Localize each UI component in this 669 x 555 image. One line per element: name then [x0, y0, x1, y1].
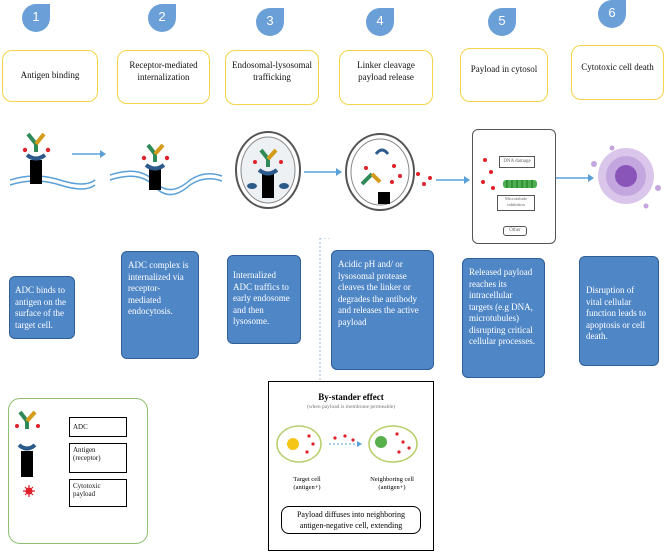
badge-shape: [256, 8, 284, 36]
arrow-icon: [72, 150, 106, 158]
dashed-connector: [319, 238, 332, 382]
description-text: Disruption of vital cellular function le…: [586, 285, 646, 341]
step-number: 5: [498, 13, 506, 28]
arrow-icon: [436, 176, 470, 184]
neighbor-cell-label: Neighboring cell (antigen+): [370, 476, 414, 491]
other-target-box: Other: [503, 226, 527, 236]
legend-icons: [15, 410, 40, 497]
step-title-text: Receptor-mediated internalization: [129, 60, 198, 82]
step-badge-2: 2: [148, 4, 176, 32]
legend: ADC Antigen (receptor) Cytotoxic payload: [8, 398, 148, 544]
step-badge-1: 1: [22, 4, 50, 32]
badge-shape: [22, 4, 50, 32]
adc-on-membrane-icon: [9, 132, 96, 190]
step-title-4: Linker cleavage payload release: [339, 50, 433, 105]
target-cell-icon: [276, 425, 322, 463]
step-description-3: Internalized ADC traffics to early endos…: [227, 255, 301, 344]
neighbor-cell-icon: [368, 425, 418, 463]
step-title-text: Endosomal-lysosomal trafficking: [232, 60, 312, 82]
badge-shape: [148, 4, 176, 32]
step-description-2: ADC complex is internalized via receptor…: [121, 251, 199, 359]
step-title-1: Antigen binding: [2, 50, 98, 102]
badge-shape: [366, 8, 394, 36]
step-badge-5: 5: [488, 8, 516, 36]
bystander-title: By-stander effect: [318, 392, 384, 402]
legend-text: Antigen (receptor): [73, 446, 101, 462]
step-badge-6: 6: [598, 0, 626, 28]
payload-dots-icon: [481, 158, 537, 190]
dna-target-box: DNA damage: [499, 156, 535, 168]
step-number: 6: [608, 5, 616, 20]
description-text: ADC complex is internalized via receptor…: [128, 260, 189, 316]
description-text: Released payload reaches its intracellul…: [469, 267, 535, 346]
step-title-text: Cytotoxic cell death: [581, 62, 654, 72]
payload-star-icon: [23, 485, 35, 497]
step-description-1: ADC binds to antigen on the surface of t…: [9, 276, 75, 339]
description-text: ADC binds to antigen on the surface of t…: [15, 285, 66, 330]
step-number: 1: [32, 9, 40, 24]
arrow-icon: [304, 168, 342, 176]
step-number: 4: [376, 13, 384, 28]
target-label: Other: [509, 228, 521, 233]
lysosome-icon: [345, 133, 432, 211]
dying-cell-icon: [591, 145, 661, 209]
step-title-2: Receptor-mediated internalization: [117, 50, 210, 104]
antigen-icon: [17, 443, 37, 477]
target-cell-label: Target cell (antigen+): [293, 476, 321, 491]
step-title-6: Cytotoxic cell death: [571, 45, 664, 100]
bystander-subtitle: (when payload is membrane permeable): [306, 404, 396, 410]
legend-adc-label: ADC: [69, 417, 127, 437]
step-badge-3: 3: [256, 8, 284, 36]
diffusion-arrow-icon: [329, 434, 362, 447]
step-title-text: Linker cleavage payload release: [357, 60, 415, 82]
cytosol-panel: DNA damage Microtubule inhibition Other: [472, 129, 556, 244]
step-description-4: Acidic pH and/ or lysosomal protease cle…: [331, 250, 434, 370]
badge-shape: [488, 8, 516, 36]
bystander-caption: Payload diffuses into neighboring antige…: [281, 506, 421, 534]
legend-antigen-label: Antigen (receptor): [69, 443, 127, 473]
step-number: 3: [266, 13, 274, 28]
step-number: 2: [158, 9, 166, 24]
target-label: DNA damage: [503, 159, 531, 164]
process-illustration: [9, 131, 661, 211]
legend-text: ADC: [73, 423, 88, 431]
arrow-icon: [556, 174, 594, 182]
internalization-icon: [109, 143, 223, 196]
badge-shape: [598, 0, 626, 28]
step-badge-4: 4: [366, 8, 394, 36]
endosome-icon: [235, 131, 301, 209]
adc-icon: [15, 410, 40, 429]
microtubule-icon: [503, 180, 537, 188]
bystander-cells: [276, 425, 418, 463]
step-title-text: Payload in cytosol: [470, 64, 538, 74]
target-label: Microtubule inhibition: [504, 196, 528, 207]
step-description-5: Released payload reaches its intracellul…: [462, 258, 545, 378]
legend-payload-label: Cytotoxic payload: [69, 479, 127, 507]
step-title-5: Payload in cytosol: [460, 48, 548, 102]
bystander-panel: By-stander effect (when payload is membr…: [268, 381, 434, 551]
step-title-text: Antigen binding: [20, 70, 80, 80]
step-description-6: Disruption of vital cellular function le…: [579, 256, 659, 366]
description-text: Internalized ADC traffics to early endos…: [233, 270, 290, 326]
microtubule-target-box: Microtubule inhibition: [497, 195, 535, 211]
step-title-3: Endosomal-lysosomal trafficking: [225, 50, 319, 105]
description-text: Acidic pH and/ or lysosomal protease cle…: [338, 259, 419, 327]
legend-text: Cytotoxic payload: [73, 482, 101, 498]
